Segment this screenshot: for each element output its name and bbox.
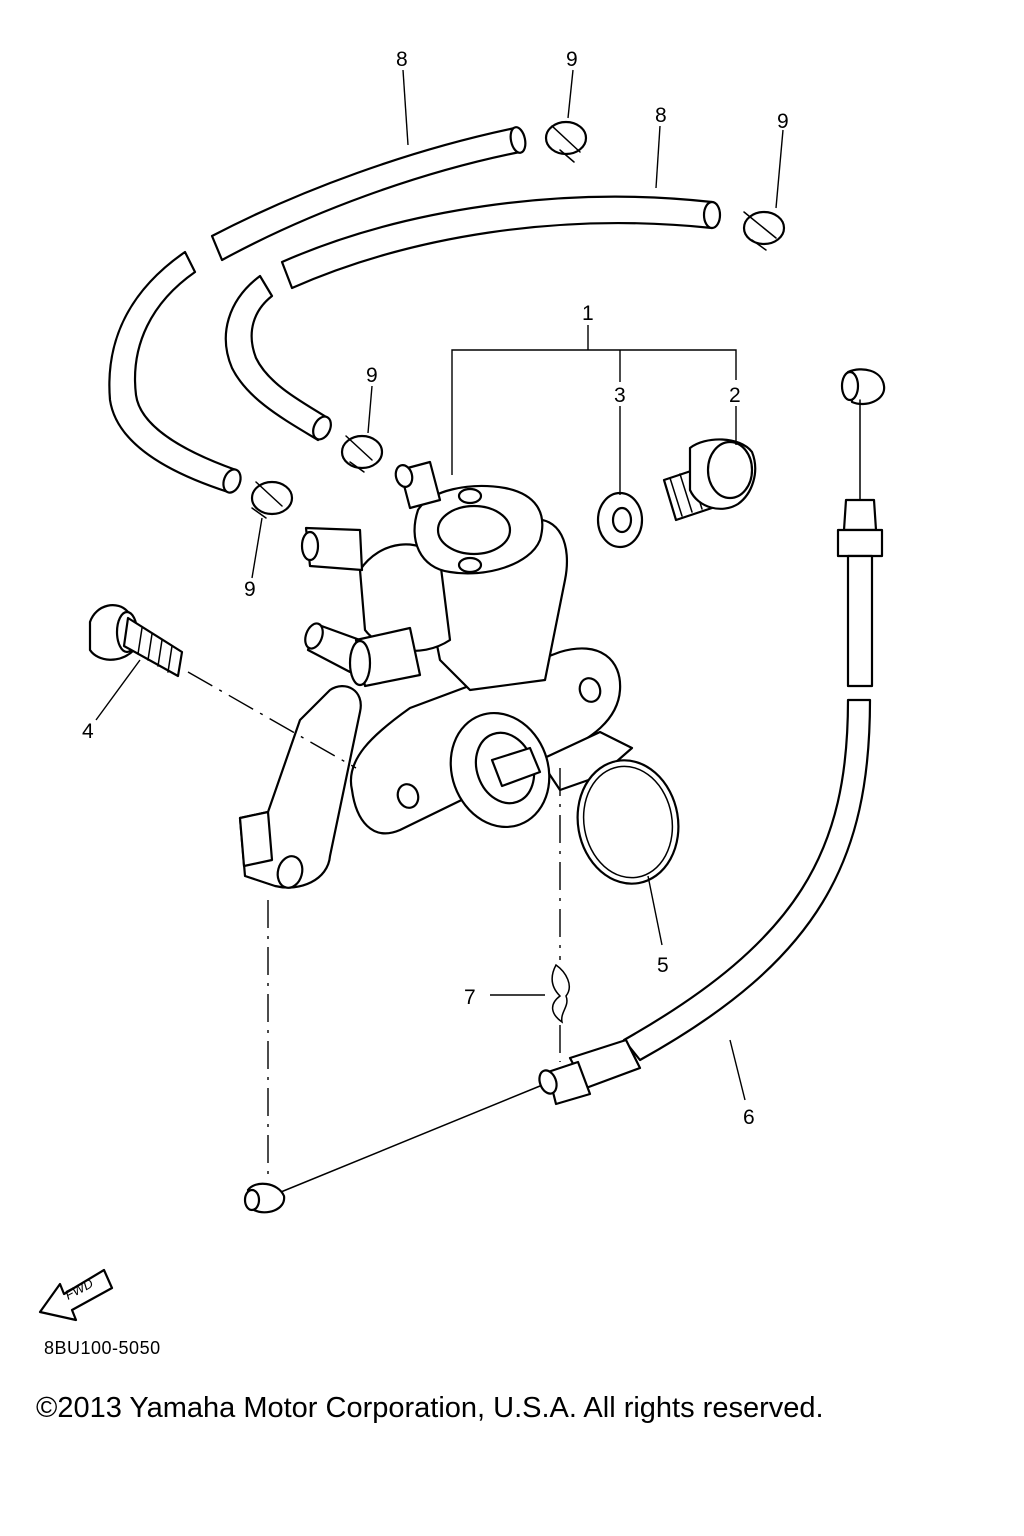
assembly-lines (187, 671, 561, 1180)
callout-4: 4 (82, 720, 94, 743)
hose-lower (224, 195, 722, 442)
callout-9-b: 9 (777, 110, 789, 133)
callout-3: 3 (614, 384, 626, 407)
cable (243, 368, 886, 1214)
fwd-arrow-icon: FWD (38, 1268, 114, 1322)
fuel-cock-assembly (238, 460, 634, 889)
clamp-4 (250, 480, 294, 519)
callout-8-lower: 8 (655, 104, 667, 127)
callout-labels: 1 2 3 4 5 6 7 8 8 9 9 9 9 (82, 48, 789, 1129)
callout-9-d: 9 (244, 578, 256, 601)
callout-9-a: 9 (566, 48, 578, 71)
clamp-1 (544, 120, 588, 163)
callout-2: 2 (729, 384, 741, 407)
leader-lines (95, 69, 784, 1101)
copyright-notice: ©2013 Yamaha Motor Corporation, U.S.A. A… (36, 1392, 824, 1424)
callout-9-c: 9 (366, 364, 378, 387)
callout-1: 1 (582, 302, 594, 325)
o-ring (576, 759, 680, 885)
callout-6: 6 (743, 1106, 755, 1129)
callout-5: 5 (657, 954, 669, 977)
clamp-2 (742, 210, 786, 251)
screw (662, 438, 757, 522)
hose-upper (108, 126, 527, 494)
callout-7: 7 (464, 986, 476, 1009)
washer (596, 491, 644, 549)
callout-8-upper: 8 (396, 48, 408, 71)
clip (551, 963, 570, 1024)
clamp-3 (340, 434, 384, 473)
diagram-code: 8BU100-5050 (44, 1338, 161, 1358)
bolt (88, 604, 184, 678)
